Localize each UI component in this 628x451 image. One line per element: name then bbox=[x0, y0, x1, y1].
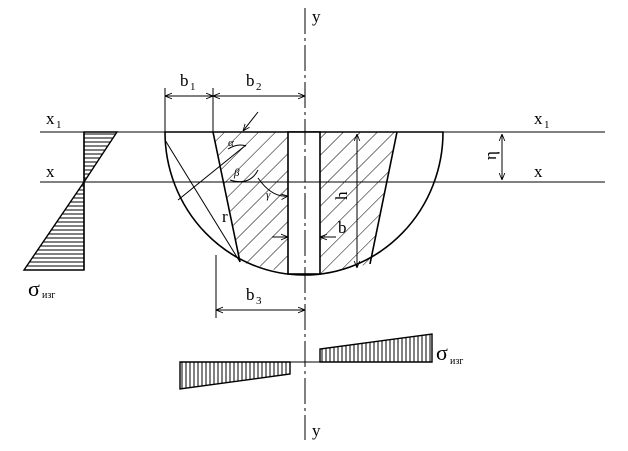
stress-diagram-left-upper bbox=[83, 131, 119, 185]
hatched-region-right bbox=[320, 132, 397, 274]
x-label-left: x bbox=[46, 162, 55, 181]
b3-label-sub: 3 bbox=[256, 295, 262, 307]
semicircle-section bbox=[164, 131, 444, 276]
b2-label-sub: 2 bbox=[256, 81, 262, 93]
sigma-right-label: σ bbox=[436, 340, 448, 365]
x1-label-right: x bbox=[534, 109, 543, 128]
slant-line-left bbox=[212, 131, 241, 263]
b3-label: b bbox=[246, 285, 255, 304]
hatched-region-left bbox=[213, 132, 288, 273]
stress-diagram-bottom-left bbox=[179, 361, 291, 390]
alpha-arc bbox=[227, 144, 247, 150]
sigma-left-sub: изг bbox=[42, 290, 55, 301]
radius-line bbox=[164, 139, 241, 263]
eta-label: η bbox=[481, 151, 500, 160]
x1-label-left: x bbox=[46, 109, 55, 128]
x1-label-right-sub: 1 bbox=[544, 119, 550, 131]
beta-arc bbox=[229, 169, 259, 183]
radius-line-2 bbox=[177, 144, 247, 201]
alpha-arrow bbox=[243, 111, 259, 131]
central-web bbox=[287, 131, 321, 275]
b1-label-sub: 1 bbox=[190, 81, 196, 93]
stress-diagram-left-lower bbox=[22, 179, 85, 271]
b1-label: b bbox=[180, 71, 189, 90]
sigma-right-sub: изг bbox=[450, 356, 463, 367]
b-label: b bbox=[338, 218, 347, 237]
b2-label: b bbox=[246, 71, 255, 90]
r-label: r bbox=[222, 207, 228, 226]
gamma-label: γ bbox=[266, 189, 271, 201]
gamma-arc bbox=[257, 177, 288, 196]
x1-label-left-sub: 1 bbox=[56, 119, 62, 131]
alpha-label: α bbox=[228, 137, 234, 149]
slant-line-right bbox=[369, 131, 398, 265]
stress-diagram-bottom-right bbox=[319, 333, 433, 363]
x-label-right: x bbox=[534, 162, 543, 181]
y-label-top: y bbox=[312, 7, 321, 26]
h-label: h bbox=[332, 191, 351, 200]
beta-label: β bbox=[233, 167, 240, 179]
sigma-left-label: σ bbox=[28, 276, 40, 301]
y-label-bottom: y bbox=[312, 421, 321, 440]
